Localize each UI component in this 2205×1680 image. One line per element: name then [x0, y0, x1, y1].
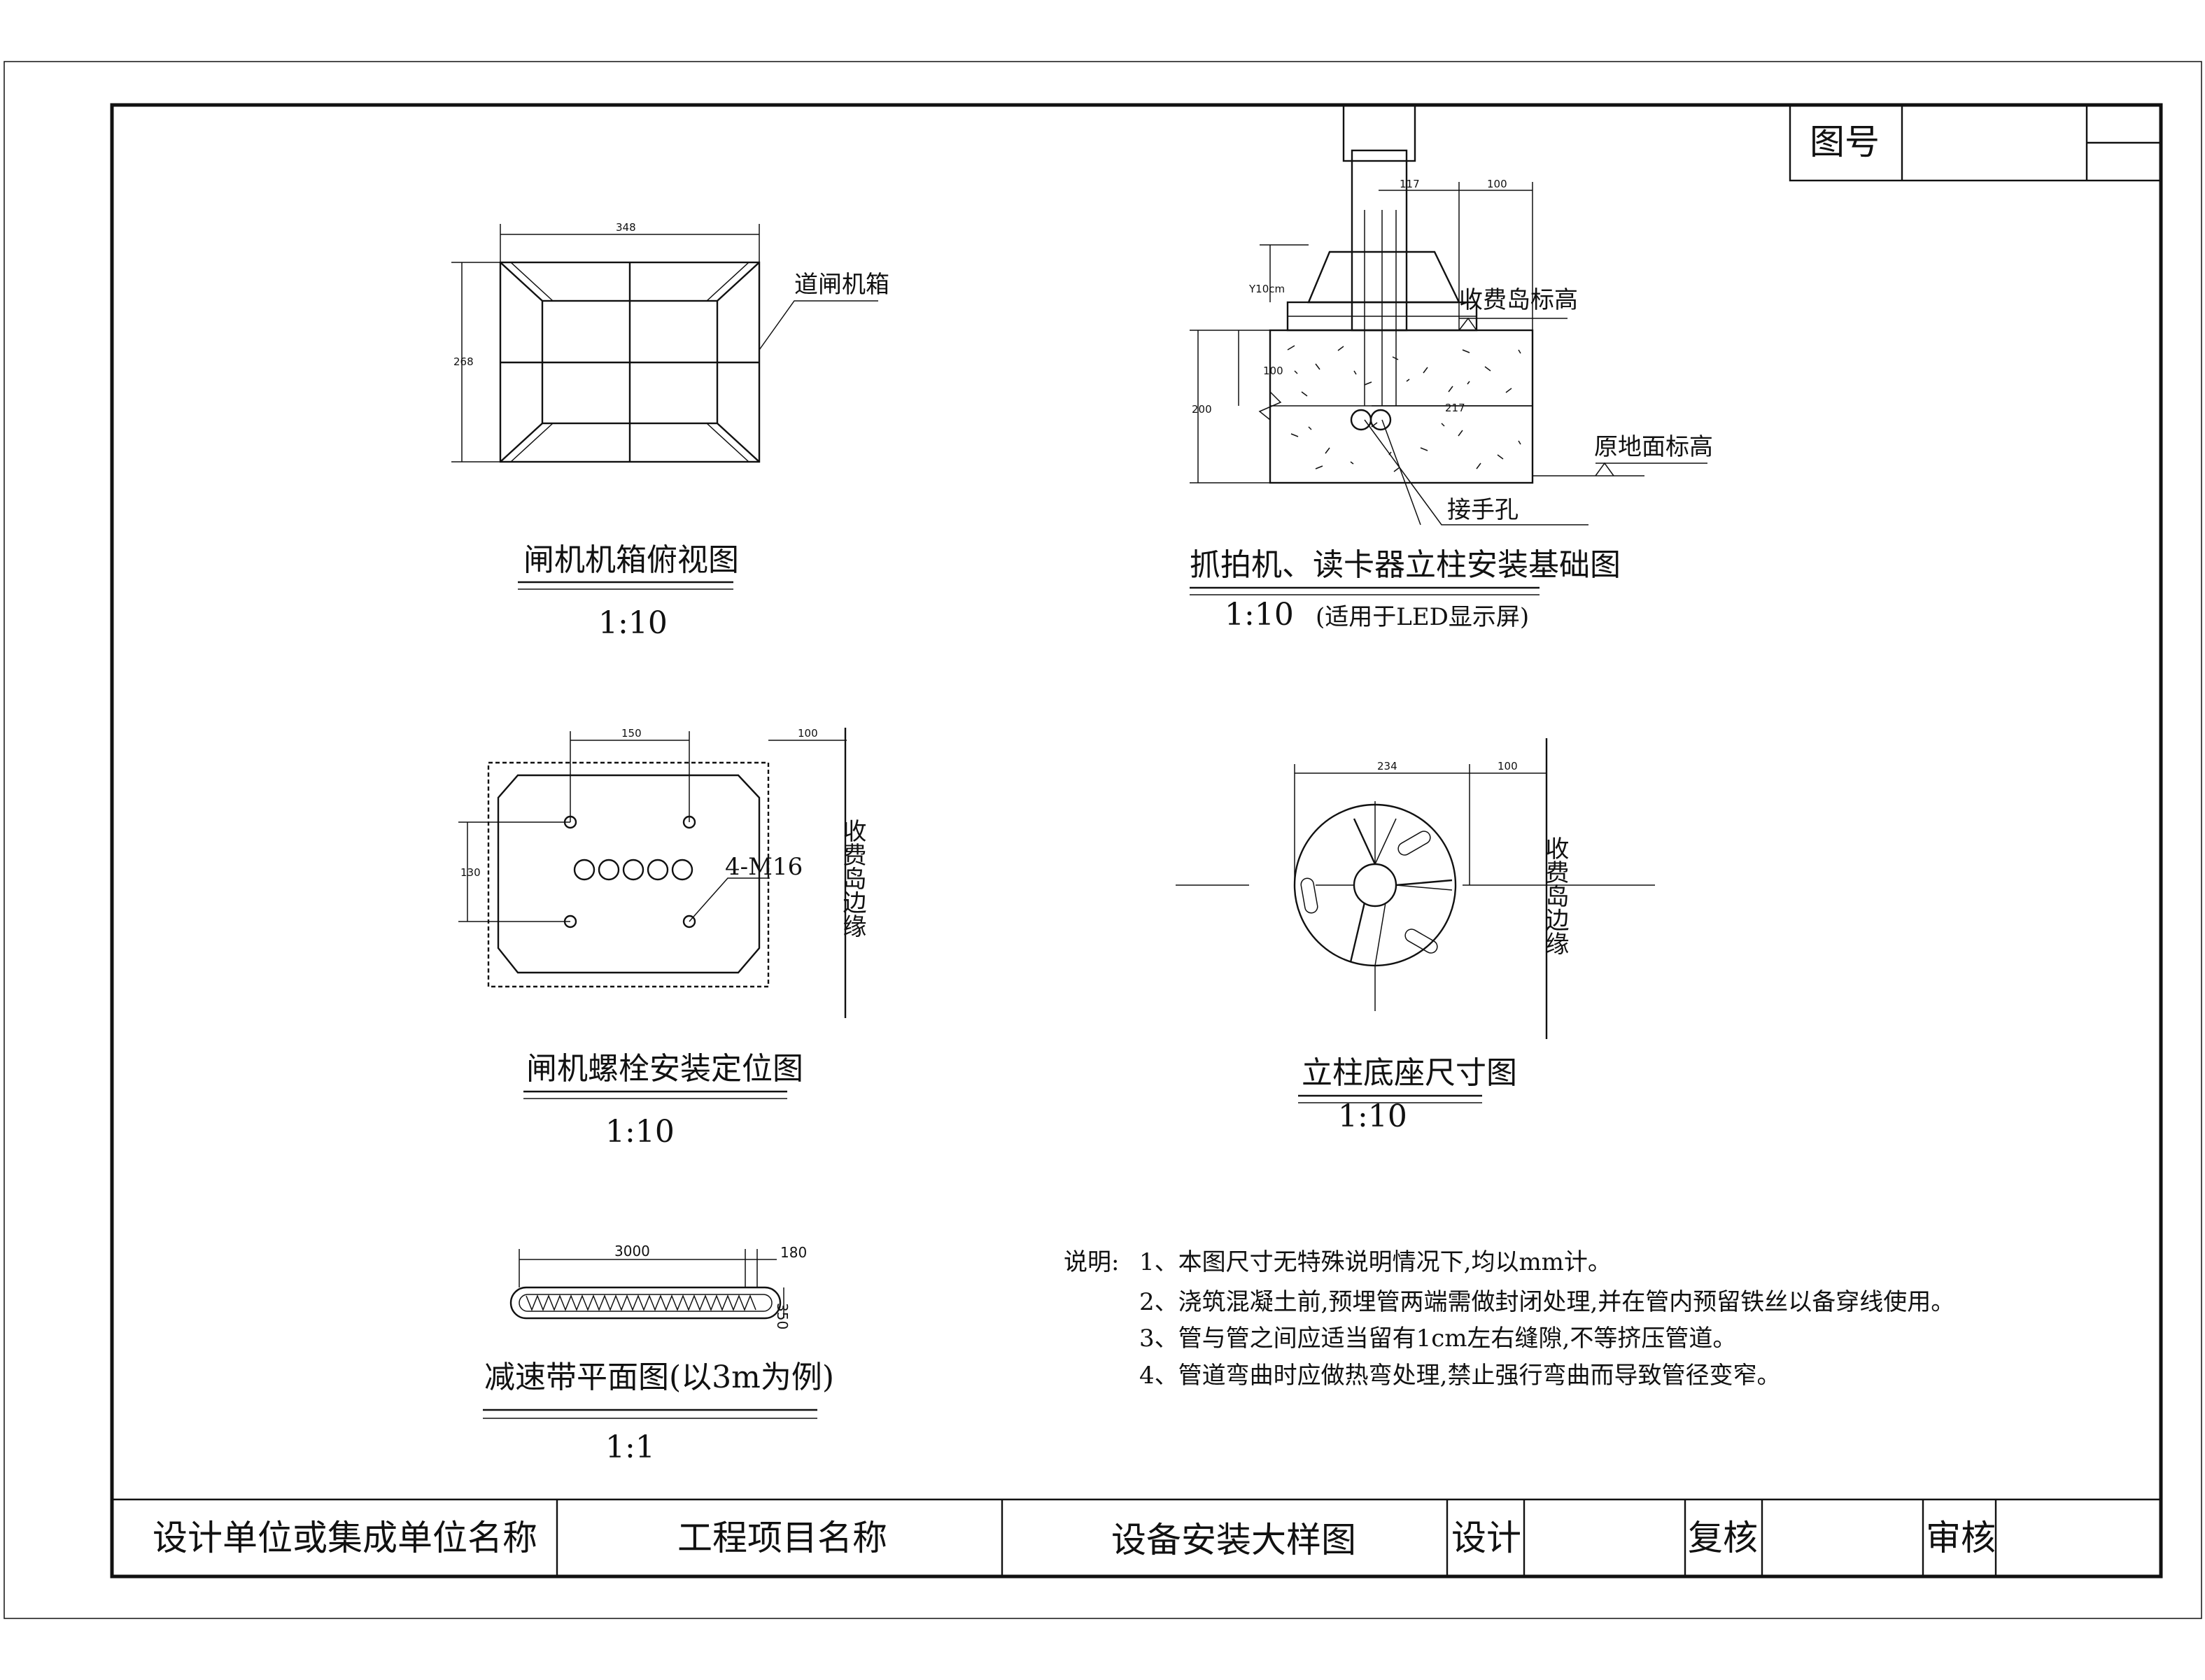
border-frame: [110, 103, 2163, 1579]
drawing-number-box: 图号: [1789, 104, 2162, 182]
design-label: 设计: [1451, 1518, 1521, 1558]
label-4-m16: 4-M16: [725, 853, 803, 881]
box-top-view: 348 268 道闸机箱 闸机机箱俯视图 1:10: [451, 221, 889, 641]
design-unit-name: 设计单位或集成单位名称: [153, 1518, 537, 1558]
drawing-no-label: 图号: [1810, 122, 1880, 162]
scale-note-pillar-foundation: (适用于LED显示屏): [1316, 603, 1529, 631]
scale-speed-bump: 1:1: [605, 1430, 655, 1465]
dim-117: 117: [1400, 178, 1420, 190]
dim-348: 348: [616, 221, 636, 234]
dim-100-top: 100: [1487, 178, 1507, 190]
outer-frame: [3, 61, 2202, 1619]
audit-label: 审核: [1926, 1518, 1996, 1558]
bolt-position-view: 150 100 130 收费岛边缘 4-M16 闸机螺栓安装定位图 1:10: [458, 727, 866, 1150]
title-box-top: 闸机机箱俯视图: [523, 542, 739, 578]
note-item: 4、管道弯曲时应做热弯处理,禁止强行弯曲而导致管径变窄。: [1139, 1362, 1780, 1390]
dim-100-left: 100: [1263, 365, 1283, 377]
notes-prefix: 说明:: [1064, 1248, 1119, 1276]
dim-y10cm: Y10cm: [1248, 283, 1285, 295]
note-item: 2、浇筑混凝土前,预埋管两端需做封闭处理,并在管内预留铁丝以备穿线使用。: [1139, 1288, 1954, 1316]
dim-100-base: 100: [1498, 760, 1518, 772]
dim-350: 350: [774, 1303, 791, 1329]
pillar-foundation-view: 117 100 Y10cm 200 100 217 收费岛标高 原地面标高 接手…: [1190, 104, 1713, 633]
title-pillar-base: 立柱底座尺寸图: [1302, 1055, 1517, 1091]
title-speed-bump: 减速带平面图(以3m为例): [484, 1360, 834, 1395]
dim-217: 217: [1445, 402, 1465, 414]
scale-box-top: 1:10: [598, 605, 668, 641]
label-handhole: 接手孔: [1447, 496, 1519, 524]
dim-180: 180: [780, 1244, 807, 1261]
project-name: 工程项目名称: [677, 1518, 887, 1558]
title-block: 设计单位或集成单位名称 工程项目名称 设备安装大样图 设计 复核 审核: [112, 1498, 2161, 1576]
label-island-edge-base: 收费岛边缘: [1541, 836, 1569, 955]
label-gate-box: 道闸机箱: [794, 271, 889, 299]
label-island-edge-bolt: 收费岛边缘: [838, 819, 866, 938]
dim-3000: 3000: [614, 1243, 650, 1259]
bolt-hole: [682, 915, 696, 929]
label-ground-level: 原地面标高: [1594, 433, 1713, 461]
dim-200: 200: [1192, 403, 1212, 416]
drawing-name: 设备安装大样图: [1111, 1520, 1356, 1560]
scale-pillar-base: 1:10: [1338, 1099, 1407, 1134]
dim-268: 268: [453, 355, 474, 368]
dim-234: 234: [1377, 760, 1397, 772]
label-island-level: 收费岛标高: [1459, 286, 1578, 314]
title-pillar-foundation: 抓拍机、读卡器立柱安装基础图: [1190, 547, 1621, 583]
scale-bolt-position: 1:10: [605, 1114, 675, 1150]
notes: 说明: 1、本图尺寸无特殊说明情况下,均以mm计。 2、浇筑混凝土前,预埋管两端…: [1064, 1248, 1954, 1390]
dim-150: 150: [621, 727, 642, 740]
note-item: 3、管与管之间应适当留有1cm左右缝隙,不等挤压管道。: [1139, 1325, 1736, 1353]
dim-130: 130: [460, 866, 481, 879]
recheck-label: 复核: [1688, 1518, 1758, 1558]
scale-pillar-foundation: 1:10: [1225, 597, 1294, 633]
pillar-base-view: 234 100 收费岛边缘 立柱底座尺寸图 1:10: [1176, 738, 1655, 1134]
title-bolt-position: 闸机螺栓安装定位图: [526, 1051, 803, 1087]
dim-100: 100: [798, 727, 818, 740]
speed-bump-view: 3000 180 350 减速带平面图(以3m为例) 1:1: [483, 1243, 834, 1465]
note-item: 1、本图尺寸无特殊说明情况下,均以mm计。: [1139, 1248, 1612, 1276]
